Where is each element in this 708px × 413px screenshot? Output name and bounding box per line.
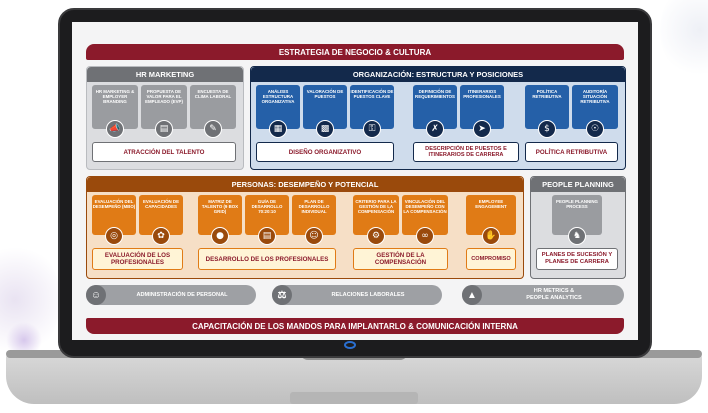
handshake-icon: ✋: [482, 227, 500, 245]
card-label: ENCUESTA DE CLIMA LABORAL: [194, 89, 232, 99]
evaluation-result: EVALUACIÓN DE LOS PROFESIONALES: [92, 248, 183, 270]
audit-icon: ☉: [586, 120, 604, 138]
pill-label: ADMINISTRACIÓN DE PERSONAL: [136, 292, 228, 298]
people-planning-title: PEOPLE PLANNING: [531, 177, 625, 192]
card-label: PROPUESTA DE VALOR PARA EL EMPLEADO (EVP…: [145, 89, 183, 104]
key-icon: ⚿: [363, 120, 381, 138]
succession-result: PLANES DE SUCESIÓN Y PLANES DE CARRERA: [536, 248, 618, 270]
card-label: EVALUACIÓN DE CAPACIDADES: [142, 199, 180, 209]
org-card: ITINERARIOS PROFESIONALES: [460, 85, 504, 129]
attraction-result: ATRACCIÓN DEL TALENTO: [92, 142, 236, 162]
head-gear-icon: ⚙: [367, 227, 385, 245]
card-label: DEFINICIÓN DE REQUERIMIENTOS: [415, 89, 455, 99]
admin-personal-pill: ☺ ADMINISTRACIÓN DE PERSONAL: [86, 285, 256, 305]
card-label: EVALUACIÓN DEL DESEMPEÑO (MBO): [92, 199, 136, 209]
labor-relations-pill: ⚖ RELACIONES LABORALES: [272, 285, 442, 305]
card-label: HR MARKETING & EMPLOYER BRANDING: [95, 89, 135, 104]
tools-icon: ✗: [426, 120, 444, 138]
personas-card: MATRIZ DE TALENTO (9 BOX GRID): [198, 195, 242, 235]
engagement-result: COMPROMISO: [466, 248, 516, 270]
development-result: DESARROLLO DE LOS PROFESIONALES: [198, 248, 336, 270]
card-label: GUÍA DE DESARROLLO 70:20:10: [251, 199, 283, 214]
card-label: PEOPLE PLANNING PROCESS: [556, 199, 598, 209]
money-icon: $: [538, 120, 556, 138]
card-label: CRITERIO PARA LA GESTIÓN DE LA COMPENSAC…: [355, 199, 397, 214]
org-card: VALORACIÓN DE PUESTOS: [303, 85, 347, 129]
background-decoration: [660, 0, 708, 80]
hr-metrics-pill: ▲ HR METRICS & PEOPLE ANALYTICS: [462, 285, 624, 305]
org-card: AUDITORÍA SITUACIÓN RETRIBUTIVA: [572, 85, 618, 129]
laptop-trackpad: [290, 392, 418, 404]
job-description-result: DESCRIPCIÓN DE PUESTOS E ITINERARIOS DE …: [413, 142, 519, 162]
survey-icon: ✎: [204, 120, 222, 138]
personas-title: PERSONAS: DESEMPEÑO Y POTENCIAL: [87, 177, 523, 192]
people-icon: ☺: [86, 285, 106, 305]
analytics-icon: ▲: [462, 285, 482, 305]
chess-icon: ♞: [568, 227, 586, 245]
card-label: ANÁLISIS ESTRUCTURA ORGANIZATIVA: [261, 89, 295, 104]
training-band: CAPACITACIÓN DE LOS MANDOS PARA IMPLANTA…: [86, 318, 624, 334]
card-label: ITINERARIOS PROFESIONALES: [463, 89, 501, 99]
hr-marketing-card: HR MARKETING & EMPLOYER BRANDING: [92, 85, 138, 129]
book-icon: ▤: [258, 227, 276, 245]
card-label: MATRIZ DE TALENTO (9 BOX GRID): [201, 199, 239, 214]
pill-label: HR METRICS & PEOPLE ANALYTICS: [526, 288, 582, 301]
card-label: IDENTIFICACIÓN DE PUESTOS CLAVE: [350, 89, 394, 99]
card-label: VINCULACIÓN DEL DESEMPEÑO CON LA COMPENS…: [403, 199, 447, 214]
hr-marketing-title: HR MARKETING: [87, 67, 243, 82]
pay-policy-result: POLÍTICA RETRIBUTIVA: [525, 142, 618, 162]
strategy-band: ESTRATEGIA DE NEGOCIO & CULTURA: [86, 44, 624, 60]
card-label: EMPLOYEE ENGAGEMENT: [475, 199, 507, 209]
card-label: PLAN DE DESARROLLO INDIVIDUAL: [298, 199, 330, 214]
pill-label: RELACIONES LABORALES: [331, 292, 405, 298]
laptop-screen: ESTRATEGIA DE NEGOCIO & CULTURA HR MARKE…: [72, 22, 638, 340]
megaphone-icon: 📣: [106, 120, 124, 138]
link-icon: ∞: [416, 227, 434, 245]
target-icon: ◎: [105, 227, 123, 245]
scales-icon: ⚖: [272, 285, 292, 305]
path-icon: ➤: [473, 120, 491, 138]
chart-icon: ▩: [316, 120, 334, 138]
card-label: VALORACIÓN DE PUESTOS: [306, 89, 344, 99]
binoculars-icon: ●: [211, 227, 229, 245]
organizacion-title: ORGANIZACIÓN: ESTRUCTURA Y POSICIONES: [251, 67, 625, 82]
org-chart-icon: ▦: [269, 120, 287, 138]
compensation-result: GESTIÓN DE LA COMPENSACIÓN: [353, 248, 448, 270]
org-design-result: DISEÑO ORGANIZATIVO: [256, 142, 394, 162]
card-label: AUDITORÍA SITUACIÓN RETRIBUTIVA: [580, 89, 610, 104]
document-icon: ▤: [155, 120, 173, 138]
person-icon: ☺: [305, 227, 323, 245]
brain-icon: ✿: [152, 227, 170, 245]
card-label: POLÍTICA RETRIBUTIVA: [532, 89, 562, 99]
webcam-indicator: [344, 341, 356, 349]
